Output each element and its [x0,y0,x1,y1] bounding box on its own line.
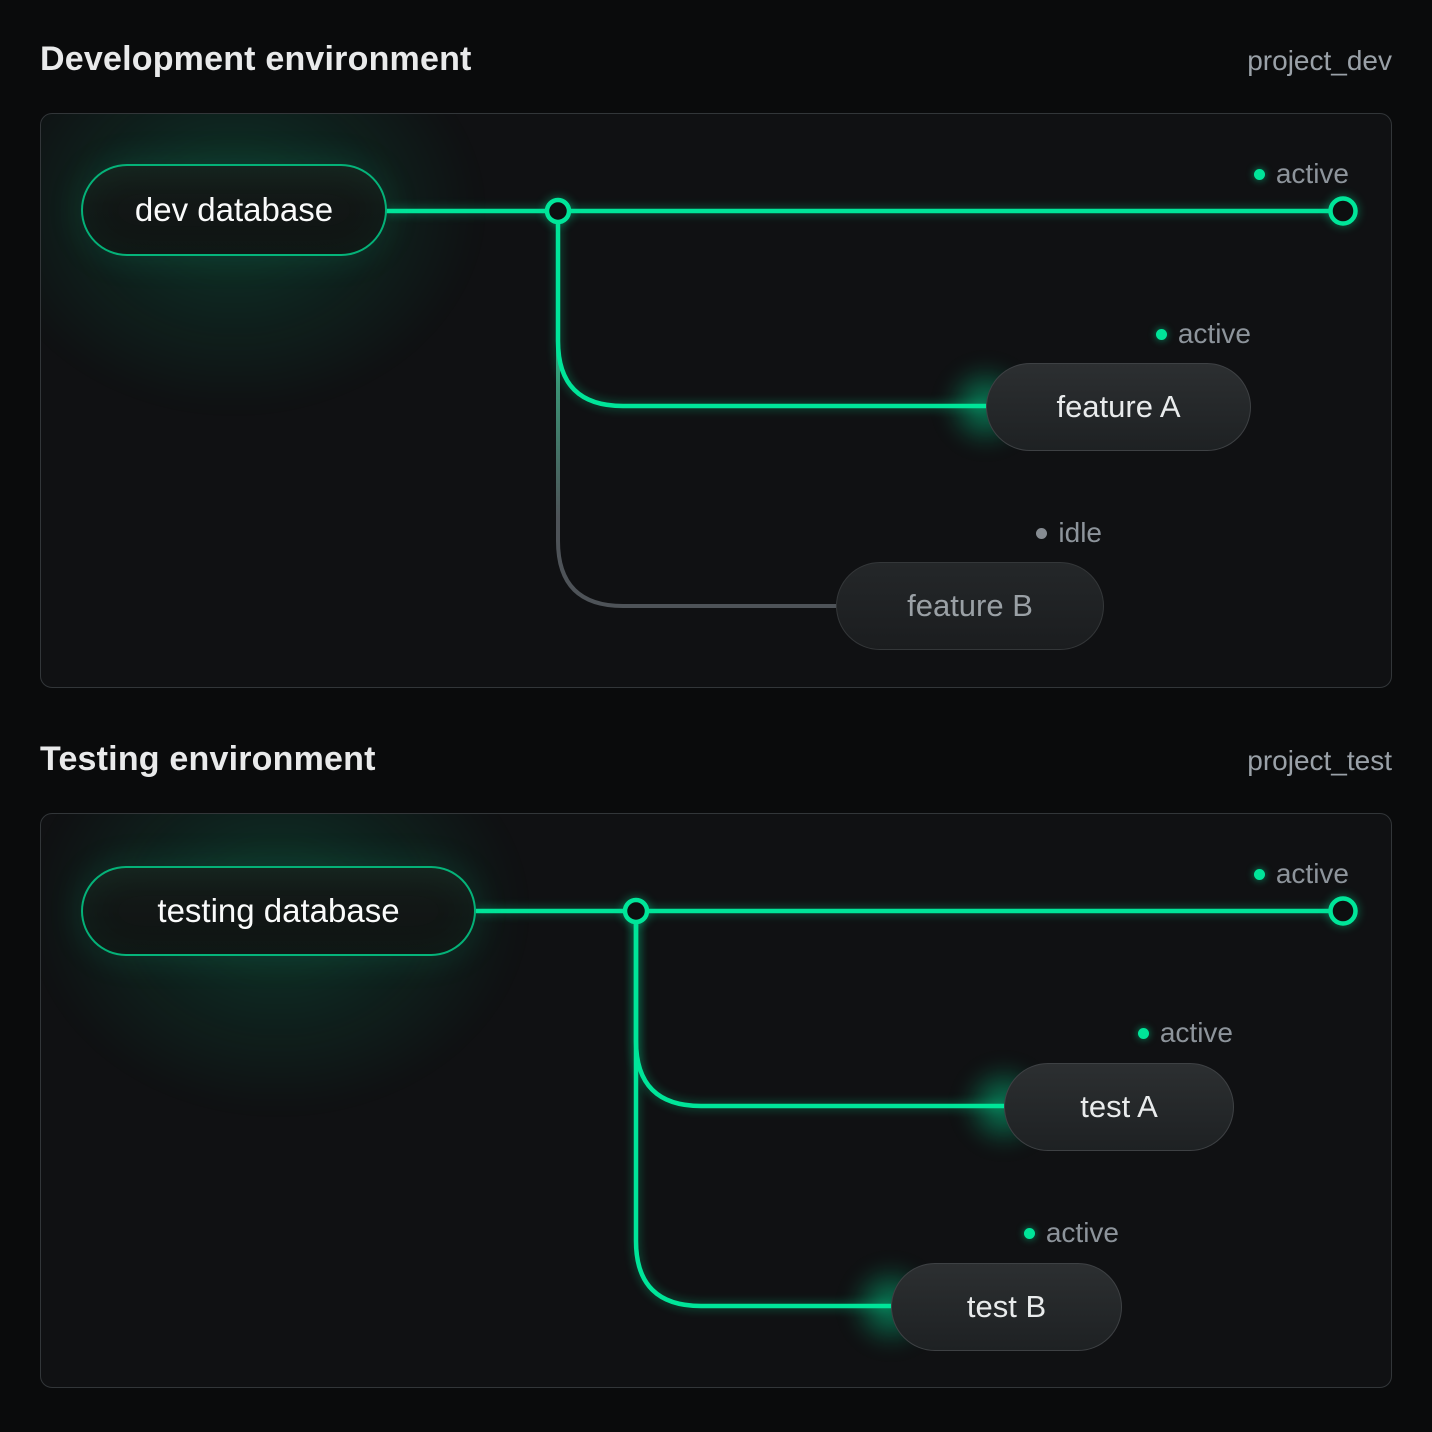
feature-b-branch-line [558,211,836,606]
status-label: active [1276,158,1349,190]
feature-a-label: feature A [1056,389,1180,425]
main-branch-end-node [1331,899,1356,924]
main-branch-status: active [1254,858,1349,890]
test-b-branch-line [636,911,891,1306]
dev-database-label: dev database [135,191,333,229]
feature-a-node[interactable]: feature A [986,363,1251,451]
test-a-status: active [1138,1017,1233,1049]
test-a-node[interactable]: test A [1004,1063,1234,1151]
project-label-dev: project_dev [1247,45,1392,77]
status-label: active [1160,1017,1233,1049]
feature-b-node[interactable]: feature B [836,562,1104,650]
status-dot-icon [1254,869,1265,880]
development-environment-panel: dev database active active feature A idl… [40,113,1392,688]
section-title-development: Development environment [40,40,472,79]
main-branch-end-node [1331,199,1356,224]
status-dot-icon [1156,329,1167,340]
test-b-node[interactable]: test B [891,1263,1122,1351]
status-dot-icon [1036,528,1047,539]
development-section-header: Development environment project_dev [40,40,1392,79]
feature-a-status: active [1156,318,1251,350]
branch-junction-node [547,200,569,222]
feature-b-status: idle [1036,517,1102,549]
feature-b-label: feature B [907,588,1033,624]
status-label: active [1046,1217,1119,1249]
feature-a-branch-line [558,211,986,406]
test-b-status: active [1024,1217,1119,1249]
test-b-label: test B [967,1289,1046,1325]
testing-database-label: testing database [157,892,399,930]
test-a-branch-line [636,911,1004,1106]
project-label-test: project_test [1247,745,1392,777]
branch-junction-node [625,900,647,922]
main-branch-status: active [1254,158,1349,190]
status-label: active [1276,858,1349,890]
dev-database-node[interactable]: dev database [81,164,387,256]
testing-environment-panel: testing database active active test A ac… [40,813,1392,1388]
status-dot-icon [1254,169,1265,180]
testing-database-node[interactable]: testing database [81,866,476,956]
section-title-testing: Testing environment [40,740,376,779]
status-dot-icon [1138,1028,1149,1039]
status-dot-icon [1024,1228,1035,1239]
testing-section-header: Testing environment project_test [40,740,1392,779]
test-a-label: test A [1080,1089,1158,1125]
status-label: idle [1058,517,1102,549]
status-label: active [1178,318,1251,350]
